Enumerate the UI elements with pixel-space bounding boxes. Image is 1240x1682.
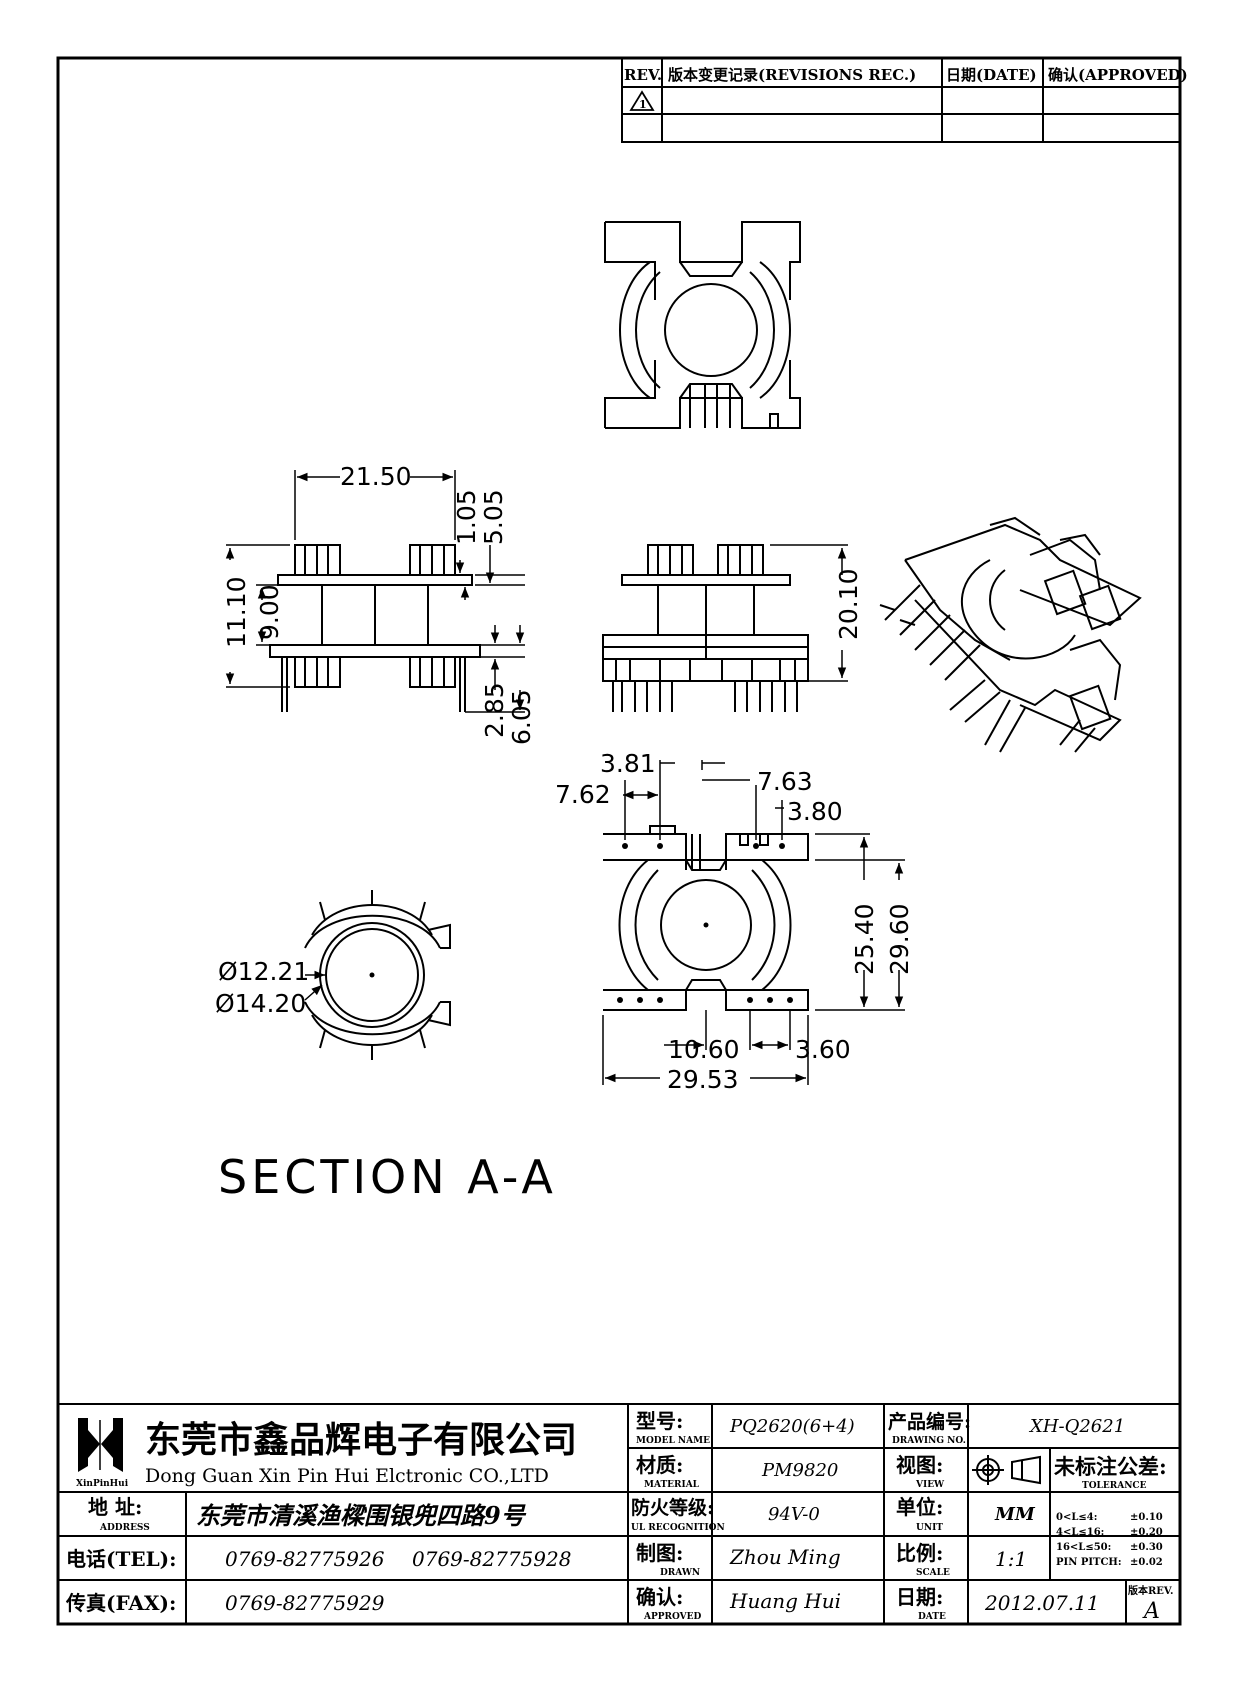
view-label-en: VIEW [915,1480,945,1490]
rev-label: 版本REV. [1128,1584,1173,1597]
revisions-col-header: 版本变更记录(REVISIONS REC.) [668,66,916,84]
approved-label: 确认: [636,1585,683,1609]
unit-label: 单位: [896,1495,943,1519]
dim-29-60: 29.60 [885,903,914,975]
drawn-label-en: DRAWN [660,1568,700,1578]
isometric-view [879,516,1142,753]
svg-text:1: 1 [639,98,647,111]
ul-value: 94V-0 [768,1504,820,1525]
model-label: 型号: [636,1409,683,1433]
rev-value: A [1142,1599,1160,1624]
approved-col-header: 确认(APPROVED) [1048,66,1188,84]
bottom-view-pins [617,843,793,1003]
dim-21-50: 21.50 [340,462,412,491]
dim-3-81: 3.81 [600,749,656,778]
address-label-en: ADDRESS [99,1523,150,1533]
logo-caption: XinPinHui [76,1479,129,1489]
tol-value-1: ±0.10 [1130,1512,1163,1523]
dim-7-62: 7.62 [555,780,611,809]
tol-range-1: 0<L≤4: [1056,1512,1097,1523]
model-label-en: MODEL NAME [636,1436,710,1446]
dim-9-00: 9.00 [255,584,284,640]
date-label: 日期: [896,1585,943,1609]
fax-value: 0769-82775929 [225,1591,385,1615]
unit-label-en: UNIT [916,1523,943,1533]
tol-value-4: ±0.02 [1130,1557,1163,1568]
tolerance-label: 未标注公差: [1054,1454,1167,1479]
revision-table [621,57,1181,143]
section-label: SECTION A-A [218,1150,557,1204]
center-mark [369,972,375,978]
ul-label: 防火等级: [631,1496,714,1519]
ul-label-en: UL RECOGNITION [631,1523,725,1533]
scale-label: 比例: [896,1541,943,1565]
top-view [604,221,801,429]
drawing-no-label: 产品编号: [888,1410,971,1433]
dim-1-05: 1.05 [452,489,481,545]
unit-value: MM [994,1504,1036,1525]
dim-5-05: 5.05 [479,489,508,545]
dim-3-60: 3.60 [795,1035,851,1064]
dim-11-10: 11.10 [222,576,251,648]
address-label: 地 址: [88,1495,142,1519]
date-value: 2012.07.11 [984,1591,1100,1615]
dim-25-40: 25.40 [850,903,879,975]
approved-label-en: APPROVED [643,1612,702,1622]
company-logo-icon [78,1418,123,1472]
material-value: PM9820 [761,1460,838,1481]
tol-range-2: 4<L≤16: [1056,1527,1104,1538]
company-name-en: Dong Guan Xin Pin Hui Elctronic CO.,LTD [145,1465,549,1487]
dim-29-53: 29.53 [667,1065,739,1094]
approved-value: Huang Hui [729,1589,841,1613]
model-value: PQ2620(6+4) [729,1416,855,1437]
dim-phi-14-20: Ø14.20 [215,989,306,1018]
dim-10-60: 10.60 [668,1035,740,1064]
drawn-value: Zhou Ming [729,1545,841,1569]
bottom-view-dimension-lines [602,760,905,1085]
material-label: 材质: [636,1453,683,1477]
tel-value-2: 0769-82775928 [412,1547,571,1571]
scale-value: 1:1 [995,1547,1027,1571]
projection-symbol-icon [972,1455,1041,1485]
scale-label-en: SCALE [916,1568,950,1578]
tel-label: 电话(TEL): [66,1547,177,1571]
side-view-dimension-lines [225,470,525,713]
title-block-grid [58,1403,1180,1624]
revision-triangle-icon: 1 [629,90,655,111]
bottom-view [603,825,809,1011]
tol-range-3: 16<L≤50: [1056,1542,1111,1553]
dim-7-63: 7.63 [757,767,813,796]
side-view-left [269,544,481,712]
section-circle-view [304,890,451,1060]
date-col-header: 日期(DATE) [946,66,1037,84]
date-label-en: DATE [918,1612,946,1622]
drawn-label: 制图: [636,1541,683,1565]
tol-value-3: ±0.30 [1130,1542,1163,1553]
rev-col-header: REV. [624,66,662,84]
dim-2-85: 2.85 [480,682,509,738]
front-view [602,544,809,712]
dim-20-10: 20.10 [834,568,863,640]
tol-range-4: PIN PITCH: [1056,1557,1122,1568]
drawing-no-value: XH-Q2621 [1028,1416,1125,1437]
tolerance-label-en: TOLERANCE [1082,1481,1147,1491]
drawing-border [56,56,1182,1626]
address-value: 东莞市清溪渔樑围银兜四路9号 [196,1501,527,1530]
tel-value-1: 0769-82775926 [225,1547,385,1571]
material-label-en: MATERIAL [644,1480,700,1490]
dim-phi-12-21: Ø12.21 [218,957,309,986]
view-label: 视图: [896,1453,943,1477]
company-name-cn: 东莞市鑫品辉电子有限公司 [145,1419,577,1461]
dim-6-05: 6.05 [507,689,536,745]
drawing-no-label-en: DRAWING NO. [892,1436,966,1446]
front-view-dimension-lines [770,544,848,682]
dim-3-80: 3.80 [787,797,843,826]
circle-dimension-leaders [304,970,325,1001]
tol-value-2: ±0.20 [1130,1527,1163,1538]
fax-label: 传真(FAX): [65,1591,176,1615]
